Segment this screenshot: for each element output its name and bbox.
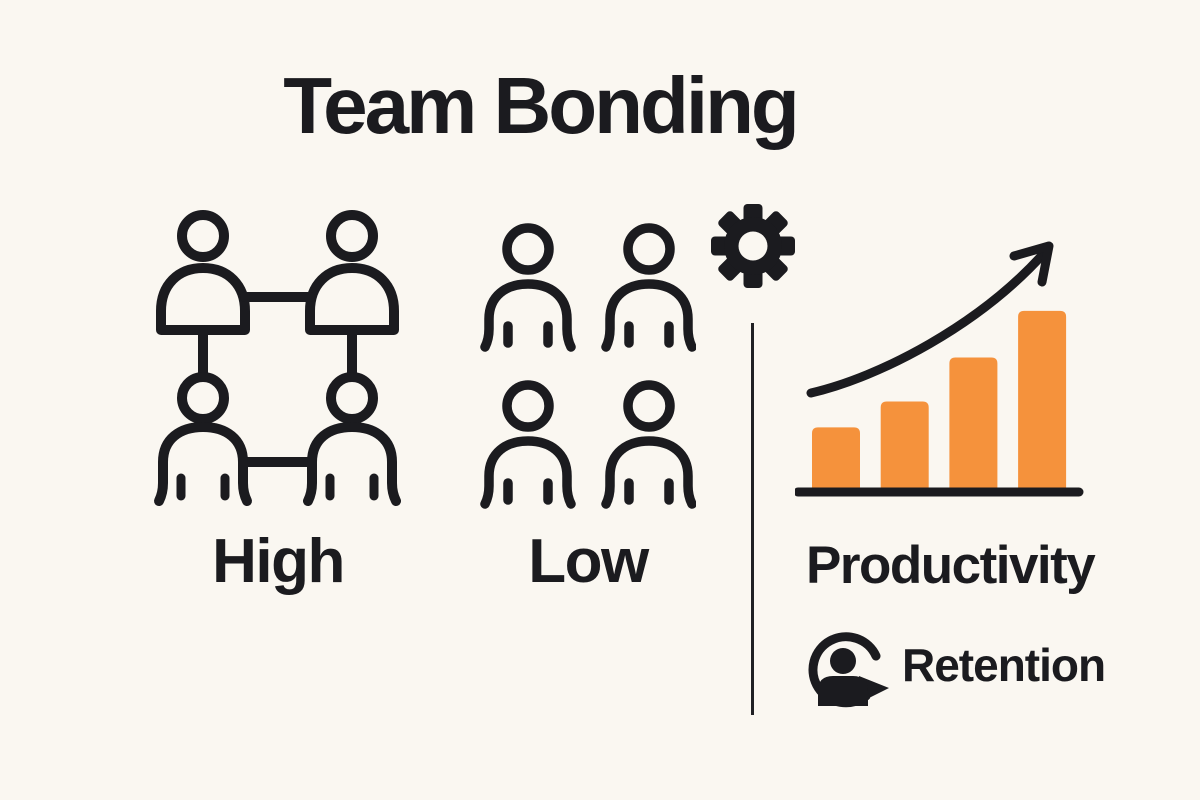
person-head [830, 648, 856, 674]
page-title: Team Bonding [283, 61, 800, 150]
growth-bar-chart-icon [795, 241, 1084, 497]
person-body [601, 436, 696, 509]
label-retention: Retention [902, 639, 1106, 691]
gear-hole [738, 231, 768, 261]
bar [880, 401, 929, 492]
person-head [502, 380, 554, 432]
bar [1018, 310, 1067, 492]
person-head [177, 372, 229, 424]
label-productivity: Productivity [806, 536, 1096, 595]
disconnected-team-icon [480, 223, 696, 509]
person-body [303, 422, 401, 506]
person-head [502, 223, 554, 275]
person-head [177, 210, 229, 262]
person-head [623, 223, 675, 275]
person-body [480, 436, 576, 509]
bar [812, 427, 860, 492]
connected-team-icon [154, 210, 401, 506]
person-head [623, 380, 675, 432]
person-head [326, 372, 378, 424]
arrowhead [1009, 241, 1054, 287]
gear-icon [711, 204, 795, 288]
person-body [818, 676, 868, 706]
person-body [305, 263, 399, 335]
person-body [156, 263, 250, 335]
bar [949, 357, 998, 492]
person-retention-cycle-icon [808, 632, 889, 708]
label-high: High [212, 527, 345, 596]
person-body [154, 422, 252, 506]
person-head [326, 210, 378, 262]
vertical-divider-line [751, 323, 754, 715]
person-body [480, 279, 576, 352]
label-low: Low [528, 527, 649, 596]
upward-curved-arrow [806, 247, 1050, 398]
bar-series [812, 310, 1067, 492]
person-body [601, 279, 696, 352]
